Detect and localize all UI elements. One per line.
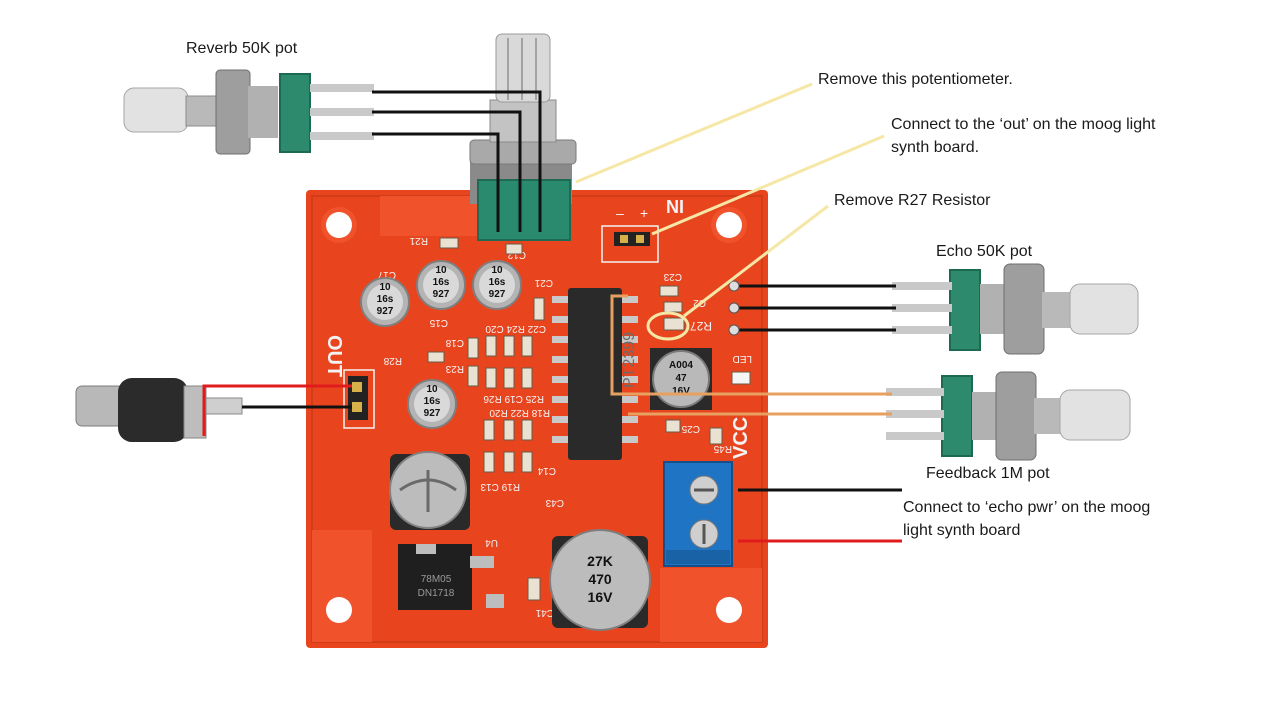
wires: [202, 90, 902, 543]
silk-plus: +: [640, 205, 648, 221]
cap-47uf: A004 47 16V: [650, 348, 712, 410]
cap-text-7: 10: [491, 265, 503, 276]
cap-text-9: 927: [489, 289, 506, 300]
small-caps: 10 16s 927 10 16s 927 10 16s 927 10 16s …: [360, 260, 522, 429]
silk-c18: C18: [445, 337, 464, 348]
cap47-text-1: A004: [669, 360, 693, 371]
silk-r45: R45: [713, 443, 732, 454]
silk-r23: R23: [445, 363, 464, 374]
cap-left-big: [389, 451, 470, 530]
silk-c21: C21: [534, 277, 553, 288]
silk-c43: C43: [545, 497, 564, 508]
silk-r28: R28: [383, 355, 402, 366]
feedback-pot-graphic: [886, 371, 1131, 461]
reg-text-1: 78M05: [421, 574, 452, 585]
remove-pot-label: Remove this potentiometer.: [818, 71, 1013, 88]
reverb-pot-graphic: [123, 69, 374, 155]
cap470-text-1: 27K: [587, 553, 613, 569]
cap-text-12: 927: [424, 408, 441, 419]
cap-text-1: 10: [379, 282, 391, 293]
remove-r27-label: Remove R27 Resistor: [834, 192, 991, 209]
callout-connect-out: [651, 134, 885, 236]
pt2399-chip: PT2399: [552, 288, 638, 460]
cap-text-4: 10: [435, 265, 447, 276]
silk-c25: C25: [681, 423, 700, 434]
onboard-pot: [469, 33, 577, 241]
silk-u4: U4: [485, 537, 498, 548]
silk-in: IN: [666, 196, 684, 216]
silk-minus: –: [616, 205, 624, 221]
silk-r25-c19-r26: R25 C19 R26: [483, 393, 544, 404]
connect-out-label-2: synth board.: [891, 139, 980, 156]
chip-label: PT2399: [621, 332, 638, 388]
cap-470uf: 27K 470 16V: [549, 529, 651, 631]
callout-remove-pot: [575, 82, 813, 184]
silk-led: LED: [733, 353, 752, 364]
cap47-text-3: 16V: [672, 386, 690, 397]
out-header: [343, 369, 375, 429]
silk-r19-c13: R19 C13: [480, 481, 520, 492]
cap470-text-2: 470: [588, 571, 612, 587]
wire-reverb-2: [372, 110, 522, 232]
silk-r21: R21: [409, 235, 428, 246]
cap47-text-2: 47: [675, 373, 687, 384]
silk-c22-r24-c20: C22 R24 C20: [485, 323, 546, 334]
cap-text-6: 927: [433, 289, 450, 300]
regulator-78m05: 78M05 DN1718: [398, 544, 504, 610]
echo-pads: [728, 280, 740, 336]
cap-text-10: 10: [426, 384, 438, 395]
wire-reverb-3: [372, 132, 500, 232]
silk-vcc: VCC: [730, 417, 752, 459]
silk-c23: C23: [663, 271, 682, 282]
silk-r27: R27: [690, 319, 712, 333]
r27-highlight: [646, 311, 690, 341]
smd-parts: [427, 237, 751, 601]
callouts: [575, 82, 885, 341]
wire-out-red: [202, 384, 352, 436]
audio-jack-graphic: [75, 378, 243, 442]
cap-text-8: 16s: [489, 277, 506, 288]
connect-echo-label-2: light synth board: [903, 522, 1021, 539]
silk-c14: C14: [537, 465, 556, 476]
silk-r18-r22-r20: R18 R22 R20: [489, 407, 550, 418]
feedback-pot-label: Feedback 1M pot: [926, 465, 1050, 482]
wire-reverb-1: [372, 90, 542, 232]
echo-pot-label: Echo 50K pot: [936, 243, 1033, 260]
in-header: [601, 225, 659, 263]
silk-c15: C15: [429, 317, 448, 328]
reg-text-2: DN1718: [418, 588, 455, 599]
silk-out: OUT: [323, 335, 345, 377]
reverb-pot-label: Reverb 50K pot: [186, 40, 298, 57]
silk-c17: C17: [377, 269, 396, 280]
echo-pot-graphic: [892, 263, 1139, 355]
cap470-text-3: 16V: [588, 589, 614, 605]
callout-remove-r27: [683, 204, 829, 318]
cap-text-5: 16s: [433, 277, 450, 288]
cap-text-3: 927: [377, 306, 394, 317]
connect-echo-label-1: Connect to ‘echo pwr’ on the moog: [903, 499, 1151, 516]
wire-feedback-1: [610, 294, 892, 396]
silk-c41: C41: [535, 607, 554, 618]
cap-text-2: 16s: [377, 294, 394, 305]
cap-text-11: 16s: [424, 396, 441, 407]
connect-out-label-1: Connect to the ‘out’ on the moog light: [891, 116, 1156, 133]
terminal-block: [663, 461, 733, 567]
